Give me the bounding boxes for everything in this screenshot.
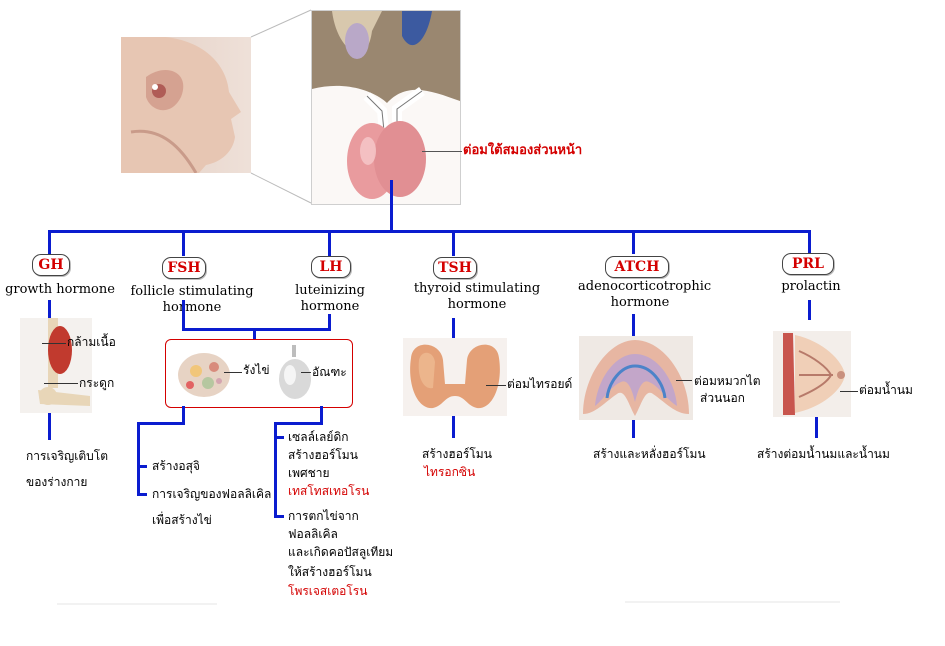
- lh-effect1-line1: เซลล์เลย์ดิก: [288, 430, 349, 444]
- lh-name: luteinizing hormone: [295, 283, 365, 314]
- testis-label: อัณฑะ: [312, 365, 347, 379]
- lh-effect-tick1: [274, 436, 284, 439]
- drop-fsh: [182, 230, 185, 256]
- thyroid-illustration: [403, 338, 507, 416]
- fsh-effect-spine: [137, 422, 140, 495]
- tsh-link-2: [452, 416, 455, 438]
- prl-name: prolactin: [781, 279, 841, 294]
- hormone-lh-badge: LH: [311, 256, 351, 278]
- gh-effect-line2: ของร่างกาย: [26, 475, 88, 489]
- gonad-bus: [182, 328, 331, 331]
- fsh-effect-bus: [137, 422, 185, 425]
- gh-label-bone: กระดูก: [79, 376, 115, 390]
- gonad-drop: [253, 328, 256, 340]
- lh-effect1-line2: สร้างฮอร์โมน: [288, 448, 358, 462]
- fsh-effect-drop: [182, 406, 185, 424]
- drop-gh: [48, 230, 51, 255]
- atch-label-line1: ต่อมหมวกไต: [694, 374, 761, 388]
- gonad-panel: รังไข่ อัณฑะ: [165, 339, 353, 408]
- drop-prl: [808, 230, 811, 253]
- fsh-effect-egg: เพื่อสร้างไข่: [152, 513, 212, 527]
- fsh-link: [182, 300, 185, 330]
- fsh-name: follicle stimulating hormone: [130, 284, 254, 315]
- lh-effect-tick2: [274, 515, 284, 518]
- bone-pointer: [44, 383, 78, 384]
- gh-effect-line1: การเจริญเติบโต: [26, 449, 109, 463]
- atch-link-1: [632, 314, 635, 336]
- lh-effect1-line3: เพศชาย: [288, 466, 330, 480]
- drop-tsh: [452, 230, 455, 256]
- tsh-name: thyroid stimulating hormone: [413, 281, 541, 312]
- head-illustration: [121, 36, 251, 174]
- thyroid-pointer: [486, 385, 506, 386]
- lh-effect2-hormone: โพรเจสเตอโรน: [288, 584, 368, 598]
- ovary-pointer: [224, 372, 242, 373]
- hormone-gh-badge: GH: [32, 254, 70, 276]
- prl-link-1: [808, 300, 811, 320]
- gh-link-1: [48, 300, 51, 318]
- ovary-illustration: [178, 353, 230, 397]
- ovary-label: รังไข่: [243, 363, 270, 377]
- trunk-line: [390, 180, 393, 232]
- lh-effect1-hormone: เทสโทสเทอโรน: [288, 484, 370, 498]
- fsh-effect-tick2: [137, 493, 147, 496]
- title-pointer: [422, 151, 462, 152]
- mammary-pointer: [840, 391, 858, 392]
- lh-effect-spine: [274, 422, 277, 518]
- testis-illustration: [279, 345, 311, 399]
- hormone-fsh-badge: FSH: [162, 257, 206, 279]
- atch-effect: สร้างและหลั่งฮอร์โมน: [593, 447, 706, 461]
- anterior-pituitary-label: ต่อมใต้สมองส่วนหน้า: [463, 143, 583, 158]
- atch-name: adenocorticotrophic hormone: [578, 279, 712, 310]
- hormone-atch-badge: ATCH: [605, 256, 669, 278]
- mammary-illustration: [773, 331, 851, 417]
- fsh-effect-sperm: สร้างอสุจิ: [152, 459, 200, 473]
- muscle-bone-illustration: [20, 318, 92, 413]
- tsh-label-thyroid: ต่อมไทรอยด์: [507, 377, 573, 391]
- lh-effect2-line3: และเกิดคอปัสลูเทียม: [288, 545, 394, 559]
- fsh-effect-follicle: การเจริญของฟอลลิเคิล: [152, 487, 272, 501]
- hormone-tsh-badge: TSH: [433, 257, 477, 279]
- tsh-link-1: [452, 318, 455, 338]
- drop-atch: [632, 230, 635, 254]
- prl-link-2: [815, 417, 818, 438]
- gh-label-muscle: กล้ามเนื้อ: [67, 335, 116, 349]
- atch-label-line2: ส่วนนอก: [700, 391, 745, 405]
- lh-effect2-line1: การตกไข่จาก: [288, 509, 359, 523]
- adrenal-illustration: [579, 336, 693, 420]
- tsh-effect-line1: สร้างฮอร์โมน: [422, 447, 492, 461]
- muscle-pointer: [42, 343, 66, 344]
- fsh-effect-tick1: [137, 465, 147, 468]
- prl-label-gland: ต่อมน้ำนม: [859, 383, 913, 397]
- lh-effect2-line4: ให้สร้างฮอร์โมน: [288, 565, 372, 579]
- footer-shadow-right: [625, 601, 840, 603]
- lh-link: [328, 314, 331, 330]
- adrenal-pointer: [676, 380, 692, 381]
- drop-lh: [328, 230, 331, 256]
- footer-shadow-left: [57, 603, 217, 605]
- gh-link-2: [48, 413, 51, 440]
- prl-effect: สร้างต่อมน้ำนมและน้ำนม: [757, 447, 890, 461]
- testis-pointer: [301, 372, 311, 373]
- lh-effect2-line2: ฟอลลิเคิล: [288, 527, 338, 541]
- pituitary-illustration: [311, 10, 461, 205]
- hormone-prl-badge: PRL: [782, 253, 834, 275]
- atch-link-2: [632, 420, 635, 438]
- lh-effect-bus: [274, 422, 323, 425]
- gh-name: growth hormone: [5, 282, 115, 297]
- main-bus: [48, 230, 811, 233]
- tsh-effect-hormone: ไทรอกซิน: [424, 465, 476, 479]
- lh-effect-drop: [320, 406, 323, 424]
